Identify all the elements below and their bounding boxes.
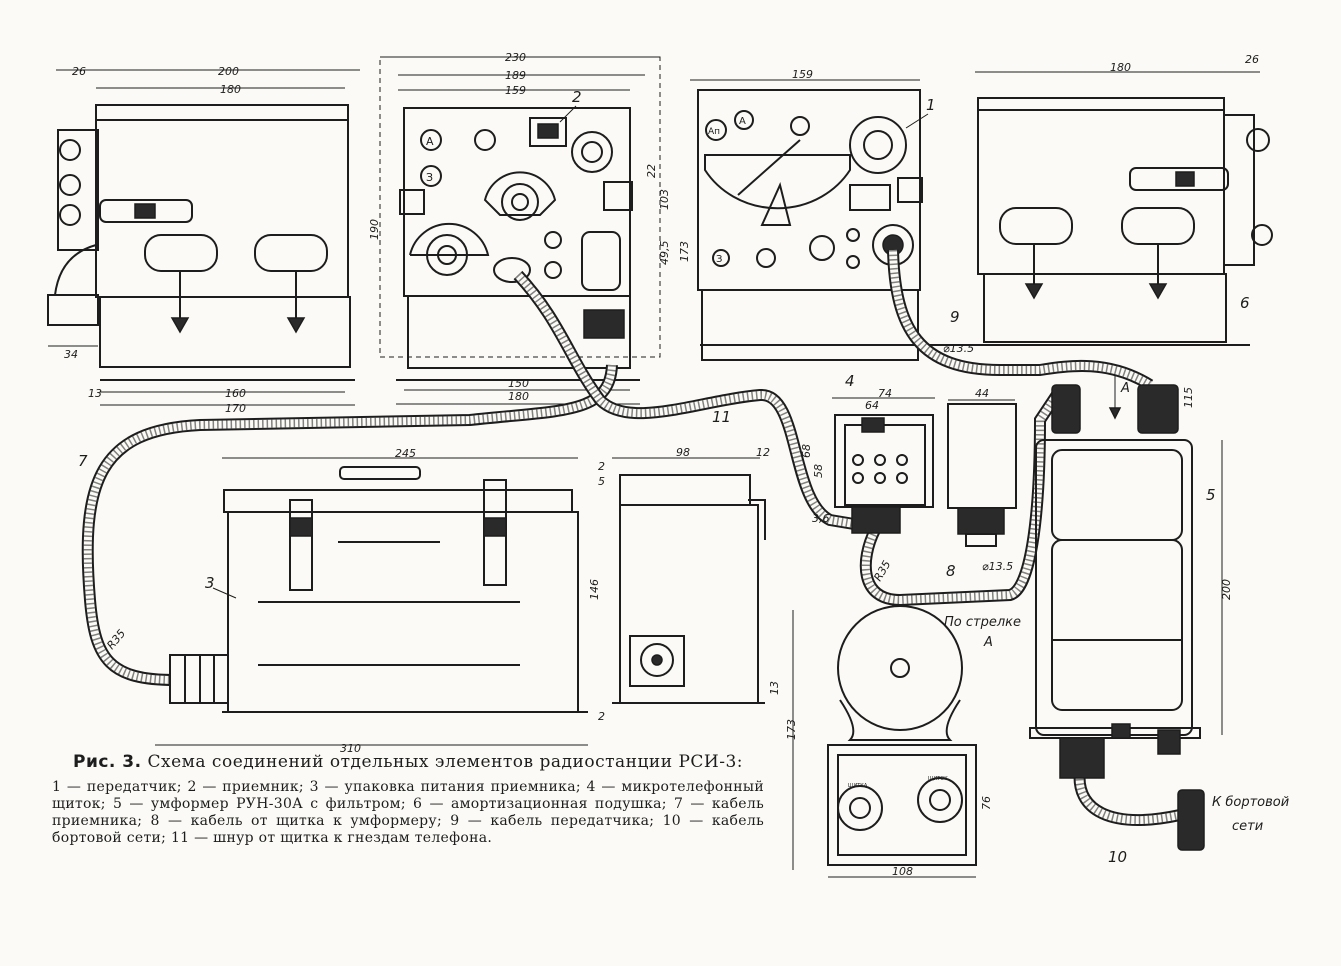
cable-receiver-7: 7 R35 — [78, 364, 618, 686]
panel-mark: З — [716, 254, 722, 265]
dim-label: R35 — [871, 558, 893, 583]
connector-mark: ЩИТОК — [928, 776, 948, 782]
figure-caption: Рис. 3. Схема соединений отдельных элеме… — [52, 752, 764, 847]
dim-label: 64 — [865, 399, 879, 412]
dim-label: 180 — [220, 83, 241, 96]
dim-label: 26 — [72, 65, 86, 78]
dim-label: 200 — [1220, 579, 1233, 600]
dim-label: 189 — [505, 69, 526, 82]
callout-number: 5 — [1206, 486, 1216, 504]
callout-number: 9 — [950, 308, 960, 326]
dim-label: 159 — [505, 84, 526, 97]
power-pack-side-view: 98 12 13 — [612, 446, 781, 704]
callout-number: 2 — [572, 88, 582, 106]
unit-right-side-view: 180 26 6 — [975, 53, 1273, 343]
dim-label: 3,6 — [812, 512, 830, 525]
dim-label: 159 — [792, 68, 813, 81]
dim-label: 173 — [678, 241, 691, 262]
panel-mark: А — [426, 135, 434, 148]
panel-mark: А — [739, 116, 746, 127]
dim-label: 44 — [975, 387, 989, 400]
dim-label: 26 — [1245, 53, 1259, 66]
dim-label: 190 — [368, 219, 381, 240]
figure-label: Рис. 3. — [72, 752, 142, 772]
arrow-label: А — [1120, 381, 1130, 396]
figure-title-text: Схема соединений отдельных элементов рад… — [147, 752, 744, 772]
dim-label: 146 — [588, 579, 601, 600]
dim-label: 115 — [1182, 387, 1195, 408]
dim-label: 76 — [980, 796, 993, 810]
dim-label: 13 — [88, 387, 102, 400]
cable-cord-11: 11 — [513, 270, 861, 531]
dim-label: ⌀13.5 — [982, 560, 1013, 573]
dim-label: 180 — [1110, 61, 1131, 74]
dim-label: 2 — [598, 460, 605, 473]
dim-label: 108 — [892, 865, 913, 878]
dim-label: 34 — [64, 348, 78, 361]
annotation-text: А — [983, 635, 993, 650]
microphone-telephone-shield-4: 4 74 64 68 58 3,6 — [800, 372, 935, 534]
dim-label: 12 — [756, 446, 770, 459]
dim-label: 160 — [225, 387, 246, 400]
dim-label: 2 — [598, 710, 605, 723]
callout-number: 7 — [78, 452, 88, 470]
dim-label: 49,5 — [658, 241, 671, 266]
dim-label: 180 — [508, 390, 529, 403]
dim-label: 173 — [785, 719, 798, 740]
callout-number: 10 — [1108, 848, 1127, 866]
dim-label: 74 — [878, 387, 892, 400]
dim-label: 310 — [340, 742, 361, 755]
panel-mark: З — [426, 171, 433, 184]
annotation-text: К бортовой — [1212, 795, 1289, 810]
dim-label: 5 — [598, 475, 605, 488]
dim-label: ⌀13.5 — [943, 342, 974, 355]
shield-side-view: 44 — [947, 387, 1017, 547]
converter-view-a: По стрелке А ЩИТКА ЩИТОК 173 76 108 — [785, 605, 1021, 878]
annotation-text: По стрелке — [944, 615, 1021, 630]
cable-transmitter-9: 9 ⌀13.5 — [887, 249, 1154, 391]
cable-onboard-network-10: 10 К бортовой сети — [1073, 769, 1289, 866]
panel-mark: Ап — [708, 127, 720, 137]
transmitter-front-view: 159 Ап А З 173 1 — [678, 68, 1250, 361]
dim-label: 22 — [645, 164, 658, 178]
dim-label: 68 — [800, 444, 813, 458]
callout-number: 4 — [845, 372, 855, 390]
dim-label: 150 — [508, 377, 529, 390]
receiver-front-view: 230 189 159 А З 190 22 103 49,5 15 — [368, 51, 671, 405]
dim-label: 170 — [225, 402, 246, 415]
dim-label: 58 — [812, 464, 825, 478]
connector-mark: ЩИТКА — [848, 783, 868, 789]
figure-title: Рис. 3. Схема соединений отдельных элеме… — [52, 752, 764, 773]
dim-label: 245 — [395, 447, 416, 460]
dim-label: 103 — [658, 189, 671, 210]
callout-number: 8 — [946, 562, 956, 580]
callout-number: 11 — [712, 408, 731, 426]
dim-label: 13 — [768, 681, 781, 695]
receiver-power-pack-3: 245 3 146 2 2 5 310 — [155, 447, 605, 755]
dim-label: R35 — [104, 627, 128, 652]
annotation-text: сети — [1232, 819, 1263, 834]
converter-run-30a-5: А 115 200 5 — [1029, 376, 1233, 779]
unit-left-side-view: 26 200 180 34 13 160 170 — [47, 65, 360, 415]
dim-label: 98 — [676, 446, 690, 459]
callout-number: 1 — [926, 96, 936, 114]
dim-label: 200 — [218, 65, 239, 78]
callout-number: 3 — [205, 574, 215, 592]
callout-number: 6 — [1240, 294, 1250, 312]
figure-legend: 1 — передатчик; 2 — приемник; 3 — упаков… — [52, 779, 764, 846]
